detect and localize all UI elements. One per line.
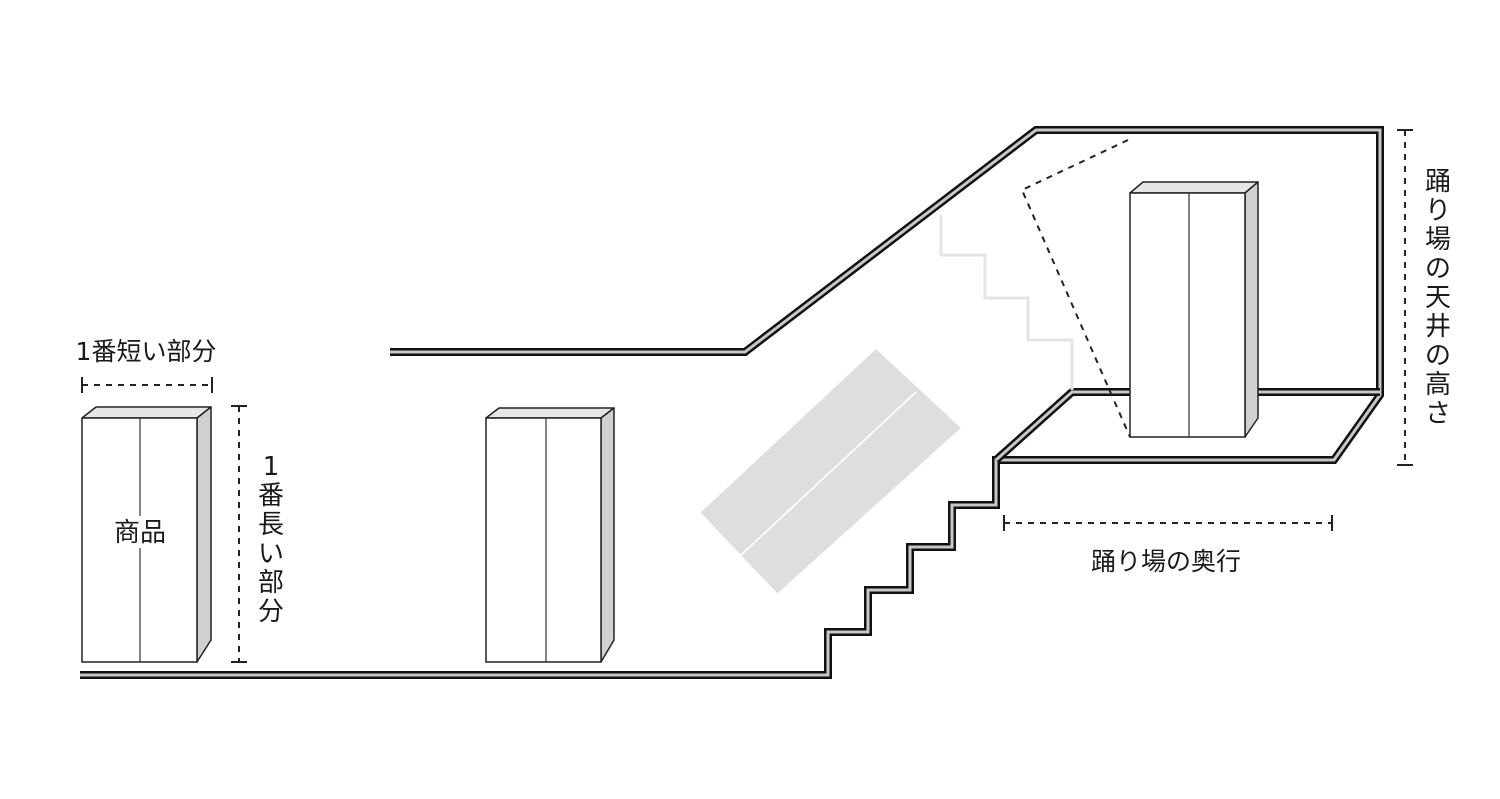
longest-side-label: 1 番 長 い 部 分	[258, 452, 284, 627]
svg-text:い: い	[258, 539, 284, 569]
svg-text:の: の	[1425, 341, 1451, 371]
svg-text:分: 分	[258, 597, 284, 627]
landing-ceiling-height-dimension: 踊 り 場 の 天 井 の 高 さ	[1397, 129, 1451, 466]
landing-ceiling-height-label: 踊 り 場 の 天 井 の 高 さ	[1425, 167, 1451, 429]
svg-text:り: り	[1425, 196, 1451, 226]
product-box: 商品	[81, 406, 212, 663]
svg-text:踊: 踊	[1425, 167, 1451, 197]
product-label: 商品	[114, 518, 166, 548]
landing-depth-label: 踊り場の奥行	[1091, 547, 1241, 576]
ghost-tilted-box	[699, 347, 963, 595]
svg-text:長: 長	[258, 510, 284, 540]
svg-text:さ: さ	[1425, 399, 1451, 429]
shortest-side-dimension: 1番短い部分	[76, 337, 217, 393]
ghost-staircase	[939, 215, 1074, 390]
building-floor-outline	[80, 126, 1384, 679]
middle-box	[485, 407, 615, 663]
svg-text:1: 1	[263, 452, 280, 482]
svg-text:天: 天	[1425, 283, 1451, 313]
svg-text:場: 場	[1425, 225, 1451, 255]
landing-box	[1129, 181, 1259, 438]
svg-text:の: の	[1425, 254, 1451, 284]
svg-text:番: 番	[258, 481, 284, 511]
shortest-side-label: 1番短い部分	[76, 337, 217, 366]
landing-depth-dimension: 踊り場の奥行	[1003, 515, 1333, 576]
svg-text:高: 高	[1425, 370, 1451, 400]
landing-floor	[993, 388, 1380, 463]
rotation-guide-dashed	[1020, 139, 1131, 438]
svg-text:部: 部	[258, 568, 284, 598]
svg-text:井: 井	[1425, 312, 1451, 342]
longest-side-dimension: 1 番 長 い 部 分	[231, 405, 284, 663]
